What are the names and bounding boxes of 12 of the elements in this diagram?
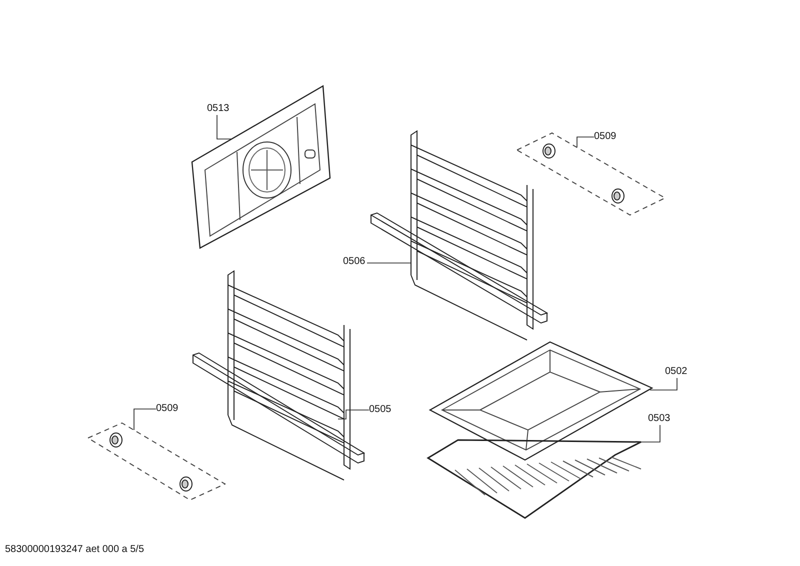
part-drawing	[191, 85, 331, 249]
part-drawing	[426, 439, 642, 519]
leader-line	[576, 136, 594, 148]
part-drawing	[192, 270, 366, 480]
part-drawing	[86, 422, 226, 501]
leader-line	[366, 262, 412, 264]
leader-line	[650, 378, 678, 390]
part-drawing	[370, 130, 548, 340]
leader-line	[134, 408, 156, 430]
leader-line	[338, 410, 370, 420]
leader-line	[640, 424, 660, 442]
leader-line	[216, 114, 232, 140]
